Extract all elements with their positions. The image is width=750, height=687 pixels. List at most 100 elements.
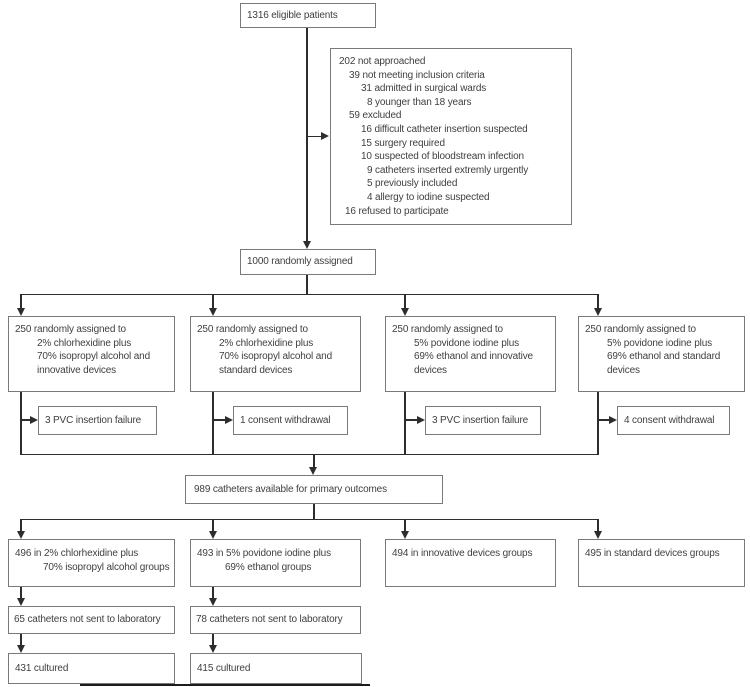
arrow-down-icon: [302, 241, 311, 249]
connector-line: [20, 518, 599, 520]
connector-line: [212, 392, 214, 455]
arrow-right-icon: [321, 132, 329, 140]
arm-line: 5% povidone iodine plus: [414, 337, 519, 349]
not-randomized-line: 4 allergy to iodine suspected: [367, 191, 490, 203]
arrow-down-icon: [208, 531, 217, 539]
arrow-down-icon: [593, 308, 602, 316]
box-group-standard-devices: 495 in standard devices groups: [578, 539, 745, 587]
arrow-down-icon: [16, 598, 25, 606]
connector-line: [404, 293, 406, 309]
arm-line: 69% ethanol and standard: [607, 351, 721, 363]
box-not-sent-lab-2: 78 catheters not sent to laboratory: [190, 606, 361, 634]
arrow-down-icon: [400, 308, 409, 316]
arm-line: 69% ethanol and innovative: [414, 351, 533, 363]
loss-label: 3 PVC insertion failure: [45, 414, 142, 426]
connector-line: [306, 275, 308, 295]
connector-line: [597, 293, 599, 309]
connector-line: [313, 453, 315, 468]
box-cultured-2: 415 cultured: [190, 653, 362, 684]
arm-line: 5% povidone iodine plus: [607, 337, 712, 349]
cultured-label: 431 cultured: [15, 662, 69, 674]
arrow-down-icon: [208, 308, 217, 316]
connector-line: [313, 504, 315, 520]
box-arm-chlorhexidine-standard: 250 randomly assigned to 2% chlorhexidin…: [190, 316, 361, 392]
arrow-down-icon: [400, 531, 409, 539]
not-sent-lab-label: 65 catheters not sent to laboratory: [14, 614, 161, 626]
arrow-right-icon: [225, 415, 233, 424]
box-eligible-patients: 1316 eligible patients: [240, 3, 376, 28]
connector-line: [212, 634, 214, 645]
group-line: 70% isopropyl alcohol groups: [43, 561, 170, 573]
arrow-down-icon: [309, 467, 318, 475]
not-randomized-line: 9 catheters inserted extremly urgently: [367, 164, 529, 176]
arm-line: innovative devices: [37, 364, 117, 376]
group-line: 496 in 2% chlorhexidine plus: [15, 548, 139, 559]
connector-line: [404, 518, 406, 532]
connector-line: [212, 518, 214, 532]
arrow-down-icon: [16, 531, 25, 539]
arm-line: standard devices: [219, 364, 293, 376]
loss-label: 1 consent withdrawal: [240, 414, 331, 426]
arrow-down-icon: [16, 645, 25, 653]
connector-line: [20, 392, 22, 455]
loss-label: 4 consent withdrawal: [624, 414, 715, 426]
connector-line: [404, 392, 406, 455]
box-randomly-assigned: 1000 randomly assigned: [240, 249, 376, 275]
figure-bottom-rule: [80, 684, 370, 686]
cultured-label: 415 cultured: [197, 662, 251, 674]
box-pvc-failure-2: 3 PVC insertion failure: [425, 406, 541, 435]
arm-line: 250 randomly assigned to: [15, 324, 126, 335]
not-randomized-line: 31 admitted in surgical wards: [361, 83, 487, 95]
connector-line: [20, 453, 599, 455]
box-group-chlorhexidine: 496 in 2% chlorhexidine plus 70% isoprop…: [8, 539, 175, 587]
not-randomized-line: 8 younger than 18 years: [367, 96, 472, 108]
not-randomized-line: 15 surgery required: [361, 137, 445, 149]
not-sent-lab-label: 78 catheters not sent to laboratory: [196, 614, 343, 626]
not-randomized-line: 39 not meeting inclusion criteria: [349, 69, 485, 81]
box-not-sent-lab-1: 65 catheters not sent to laboratory: [8, 606, 175, 634]
arrow-right-icon: [609, 415, 617, 424]
group-line: 495 in standard devices groups: [585, 548, 720, 559]
connector-line: [307, 135, 322, 138]
arm-line: 70% isopropyl alcohol and: [37, 351, 150, 363]
connector-line: [20, 293, 599, 295]
connector-line: [20, 293, 22, 309]
arrow-down-icon: [16, 308, 25, 316]
arm-line: 250 randomly assigned to: [197, 324, 308, 335]
connector-line: [597, 518, 599, 532]
not-randomized-line: 5 previously included: [367, 178, 458, 190]
primary-outcomes-label: 989 catheters available for primary outc…: [194, 483, 387, 495]
box-cultured-1: 431 cultured: [8, 653, 175, 684]
arrow-down-icon: [208, 598, 217, 606]
connector-line: [212, 587, 214, 598]
connector-line: [20, 518, 22, 532]
connector-line: [597, 392, 599, 455]
not-randomized-line: 202 not approached: [339, 56, 426, 67]
connector-line: [405, 419, 418, 421]
connector-line: [20, 634, 22, 645]
connector-line: [212, 293, 214, 309]
connector-line: [21, 419, 31, 421]
box-arm-povidone-innovative: 250 randomly assigned to 5% povidone iod…: [385, 316, 556, 392]
box-group-innovative-devices: 494 in innovative devices groups: [385, 539, 556, 587]
box-arm-povidone-standard: 250 randomly assigned to 5% povidone iod…: [578, 316, 745, 392]
group-line: 493 in 5% povidone iodine plus: [197, 548, 331, 559]
group-line: 69% ethanol groups: [225, 561, 312, 573]
arrow-down-icon: [208, 645, 217, 653]
loss-label: 3 PVC insertion failure: [432, 414, 529, 426]
arrow-right-icon: [30, 415, 38, 424]
box-pvc-failure-1: 3 PVC insertion failure: [38, 406, 157, 435]
not-randomized-line: 10 suspected of bloodstream infection: [361, 151, 524, 163]
randomly-assigned-label: 1000 randomly assigned: [247, 256, 353, 268]
box-arm-chlorhexidine-innovative: 250 randomly assigned to 2% chlorhexidin…: [8, 316, 175, 392]
arm-line: devices: [607, 364, 640, 376]
arm-line: devices: [414, 364, 447, 376]
box-group-povidone: 493 in 5% povidone iodine plus 69% ethan…: [190, 539, 361, 587]
arm-line: 2% chlorhexidine plus: [219, 337, 314, 349]
arrow-down-icon: [593, 531, 602, 539]
connector-line: [20, 587, 22, 598]
arrow-right-icon: [417, 415, 425, 424]
not-randomized-line: 59 excluded: [349, 110, 402, 122]
box-primary-outcomes: 989 catheters available for primary outc…: [185, 475, 443, 504]
